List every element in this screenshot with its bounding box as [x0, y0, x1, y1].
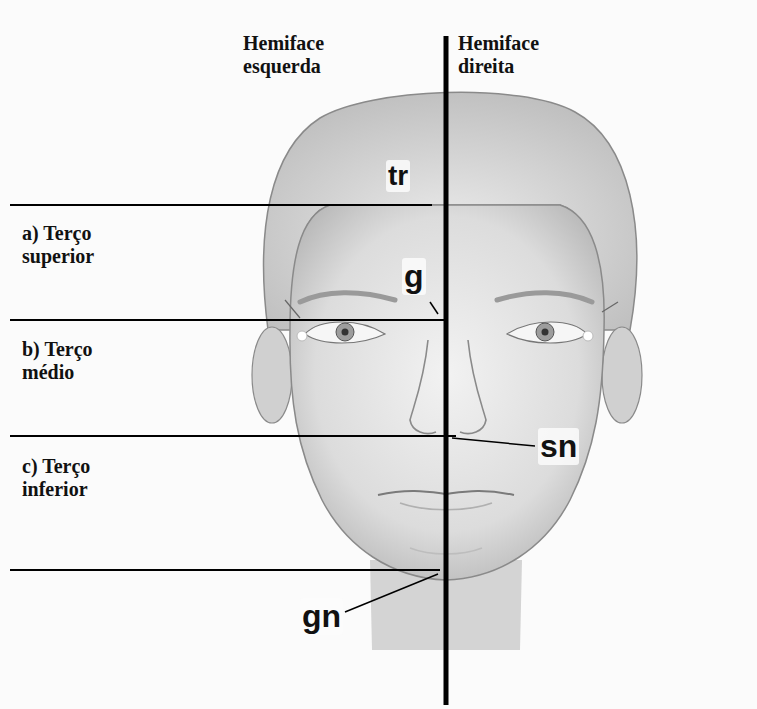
left-pupil: [342, 329, 349, 336]
right-eyebrow: [497, 293, 592, 302]
nose-right: [460, 340, 486, 434]
right-ear: [602, 327, 642, 423]
trichion-line: [10, 204, 432, 206]
subnasale-line: [10, 435, 456, 437]
nose-left: [410, 340, 436, 434]
left-eye: [305, 322, 385, 343]
left-canthus-dot: [297, 331, 307, 341]
left-iris: [336, 323, 354, 341]
g-leader: [430, 302, 438, 314]
sn-leader: [452, 438, 535, 446]
landmark-label: tr: [386, 160, 410, 192]
hemiface-heading: Hemiface esquerda: [243, 32, 355, 78]
landmark-label: sn: [538, 428, 579, 465]
right-canthus-dot: [583, 331, 593, 341]
third-label: c) Terço inferior: [22, 455, 147, 501]
third-label: a) Terço superior: [22, 222, 147, 268]
hemiface-heading: Hemiface direita: [458, 32, 570, 78]
left-eye-pointer: [285, 300, 300, 318]
landmark-label: gn: [300, 598, 343, 635]
right-eye-pointer: [602, 302, 618, 312]
landmark-label: g: [402, 258, 426, 295]
left-ear: [252, 327, 292, 423]
gn-leader: [345, 574, 438, 612]
left-eyebrow: [300, 293, 395, 302]
facial-midline: [444, 36, 449, 705]
right-iris: [536, 323, 554, 341]
gnathion-line: [10, 569, 440, 571]
right-eye: [507, 322, 587, 343]
right-pupil: [542, 329, 549, 336]
glabella-line: [10, 319, 444, 321]
third-label: b) Terço médio: [22, 338, 147, 384]
